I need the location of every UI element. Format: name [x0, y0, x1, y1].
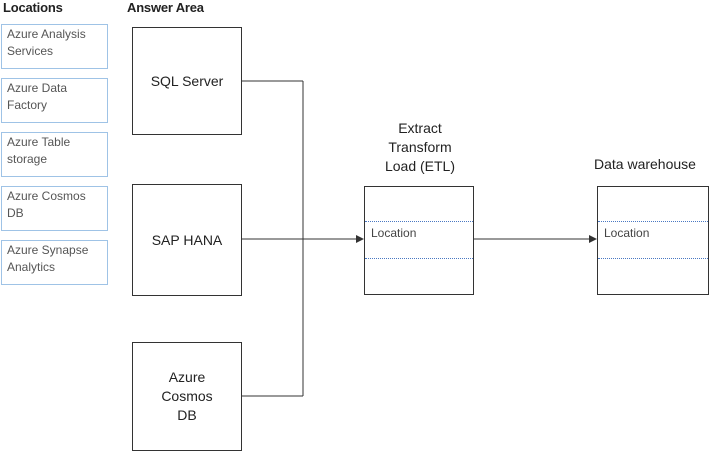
location-option-azure-analysis-services[interactable]: Azure Analysis Services	[1, 24, 108, 69]
source-azure-cosmos-db-label: Azure Cosmos DB	[161, 369, 213, 423]
source-sql-server-label: SQL Server	[150, 72, 224, 89]
etl-location-drop-slot[interactable]: Location	[365, 221, 473, 259]
location-option-azure-cosmos-db[interactable]: Azure Cosmos DB	[1, 186, 108, 231]
warehouse-title: Data warehouse	[594, 156, 696, 172]
etl-title-line-1: Extract	[398, 120, 442, 136]
source-sap-hana: SAP HANA	[132, 184, 242, 296]
etl-title-line-3: Load (ETL)	[384, 158, 456, 174]
source-azure-cosmos-db: Azure Cosmos DB	[132, 342, 242, 451]
etl-box: Location	[364, 186, 474, 295]
answer-area-heading: Answer Area	[127, 0, 204, 15]
location-option-azure-table-storage[interactable]: Azure Table storage	[1, 132, 108, 177]
warehouse-box: Location	[597, 186, 709, 295]
source-sap-hana-label: SAP HANA	[151, 231, 223, 248]
warehouse-location-drop-slot[interactable]: Location	[598, 221, 708, 259]
locations-heading: Locations	[3, 0, 63, 15]
etl-title-line-2: Transform	[388, 139, 452, 155]
source-sql-server: SQL Server	[132, 27, 242, 135]
location-option-azure-data-factory[interactable]: Azure Data Factory	[1, 78, 108, 123]
location-option-azure-synapse-analytics[interactable]: Azure Synapse Analytics	[1, 240, 108, 285]
etl-title: Extract Transform Load (ETL)	[370, 119, 470, 176]
